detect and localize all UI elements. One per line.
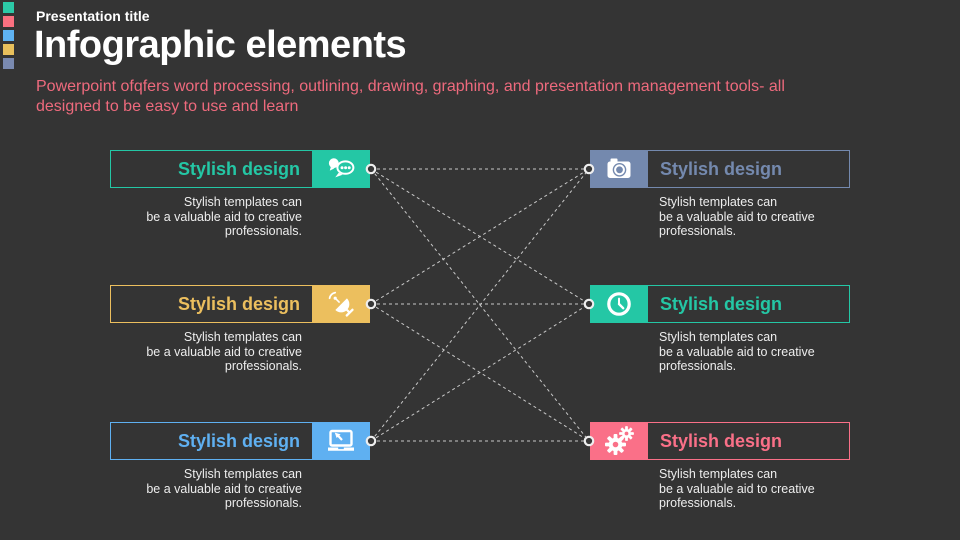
camera-icon xyxy=(590,150,648,188)
card-title: Stylish design xyxy=(177,159,300,179)
card-description: Stylish templates can be a valuable aid … xyxy=(146,330,302,373)
slide-kicker: Presentation title xyxy=(36,8,150,24)
card-description: Stylish templates can be a valuable aid … xyxy=(146,195,302,238)
slide-accent-squares xyxy=(3,2,14,72)
card-box: Stylish design xyxy=(590,285,850,323)
page-title: Infographic elements xyxy=(34,24,407,66)
card-description: Stylish templates can be a valuable aid … xyxy=(146,467,302,510)
slide-subtitle: Powerpoint ofqfers word processing, outl… xyxy=(36,78,785,115)
card-laptop: Stylish design Stylish templates can be … xyxy=(110,422,370,511)
palette-square-blue xyxy=(3,30,14,41)
card-title: Stylish design xyxy=(177,294,300,314)
connector-lines xyxy=(370,168,590,442)
card-box: Stylish design xyxy=(110,150,370,188)
card-title: Stylish design xyxy=(660,294,783,314)
card-description: Stylish templates can be a valuable aid … xyxy=(659,330,815,373)
card-gears: Stylish design Stylish templates can be … xyxy=(590,422,850,511)
card-camera: Stylish design Stylish templates can be … xyxy=(590,150,850,239)
card-chat: Stylish design Stylish templates can be … xyxy=(110,150,370,239)
card-box: Stylish design xyxy=(590,150,850,188)
card-title: Stylish design xyxy=(177,431,300,451)
clock-icon xyxy=(590,285,648,323)
card-box: Stylish design xyxy=(590,422,850,460)
laptop-icon xyxy=(312,422,370,460)
palette-square-pink xyxy=(3,16,14,27)
connector-dots xyxy=(365,163,595,447)
palette-square-yellow xyxy=(3,44,14,55)
palette-square-slate xyxy=(3,58,14,69)
satellite-icon xyxy=(312,285,370,323)
card-satellite: Stylish design Stylish templates can be … xyxy=(110,285,370,374)
gears-icon xyxy=(590,422,648,460)
card-clock: Stylish design Stylish templates can be … xyxy=(590,285,850,374)
card-description: Stylish templates can be a valuable aid … xyxy=(659,195,815,238)
palette-square-teal xyxy=(3,2,14,13)
card-title: Stylish design xyxy=(660,431,783,451)
chat-icon xyxy=(312,150,370,188)
card-title: Stylish design xyxy=(660,159,783,179)
card-box: Stylish design xyxy=(110,285,370,323)
card-description: Stylish templates can be a valuable aid … xyxy=(659,467,815,510)
card-box: Stylish design xyxy=(110,422,370,460)
